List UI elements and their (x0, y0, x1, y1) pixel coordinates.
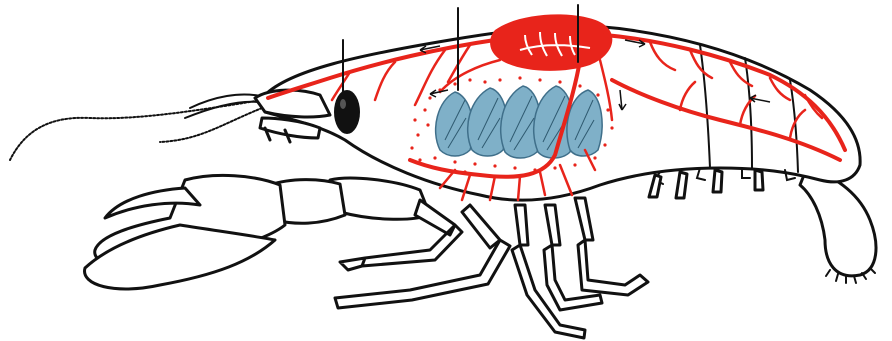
eye-highlight (340, 99, 346, 109)
head-rostrum (255, 90, 330, 117)
walking-leg-4 (544, 205, 602, 310)
walking-leg-5 (575, 198, 648, 295)
cheliped (85, 175, 430, 289)
heart (490, 14, 612, 70)
antennae (10, 95, 262, 161)
gills (436, 86, 602, 158)
eye (334, 90, 360, 134)
short-antennule (185, 95, 260, 119)
swimmerets (649, 170, 763, 198)
long-antenna (10, 100, 262, 160)
